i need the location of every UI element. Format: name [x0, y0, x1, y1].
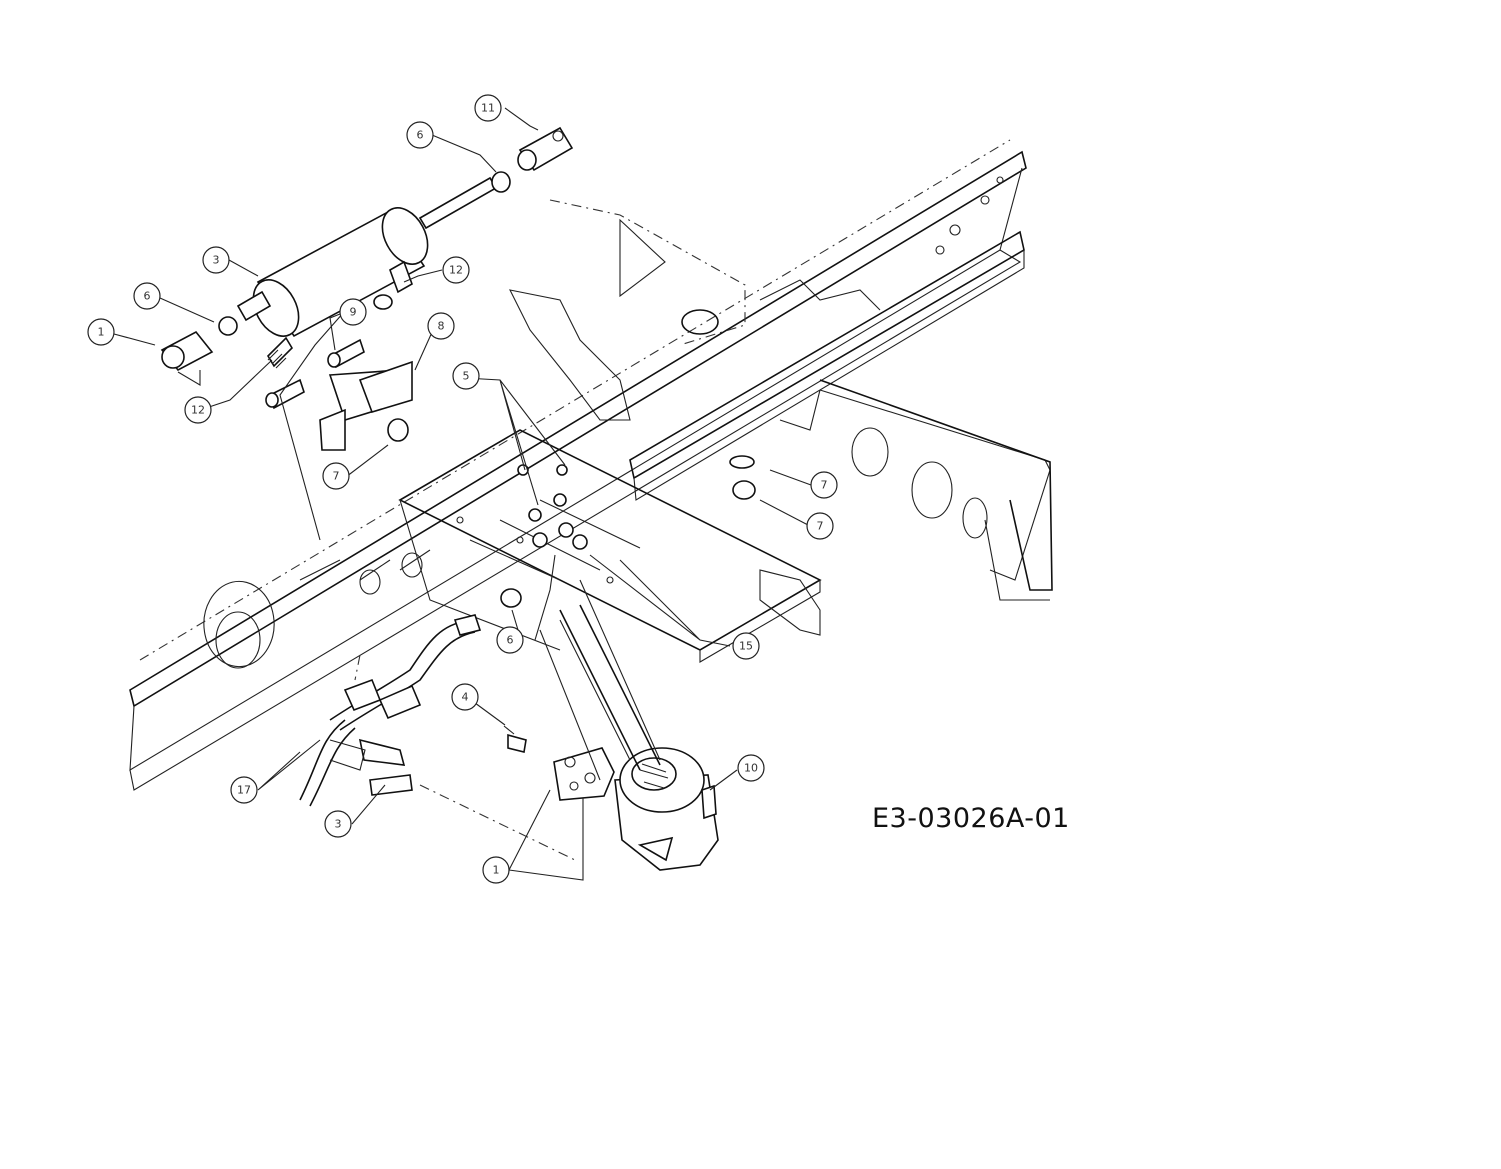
- callout-7-washer: 7: [810, 471, 838, 499]
- callout-3-bottom: 3: [324, 810, 352, 838]
- callout-5: 5: [452, 362, 480, 390]
- callout-7-nut: 7: [806, 512, 834, 540]
- hoses: [299, 614, 576, 861]
- leader-lines: [113, 107, 812, 881]
- svg-text:7: 7: [821, 479, 828, 492]
- callout-4: 4: [451, 683, 479, 711]
- callout-15: 15: [732, 632, 760, 660]
- svg-text:5: 5: [463, 370, 470, 383]
- svg-text:10: 10: [744, 762, 758, 775]
- callout-6-top: 6: [406, 121, 434, 149]
- svg-text:9: 9: [350, 306, 357, 319]
- callout-6-left: 6: [133, 282, 161, 310]
- mount-bracket: [265, 336, 413, 451]
- diagram-reference-code: E3-03026A-01: [872, 803, 1070, 834]
- callout-11: 11: [474, 94, 502, 122]
- callout-12-left: 12: [184, 396, 212, 424]
- svg-text:7: 7: [333, 470, 340, 483]
- svg-text:1: 1: [493, 864, 500, 877]
- callout-17: 17: [230, 776, 258, 804]
- hardware: [500, 455, 756, 608]
- svg-text:12: 12: [191, 404, 205, 417]
- callout-9: 9: [339, 298, 367, 326]
- svg-text:6: 6: [144, 290, 151, 303]
- callouts: 11 6 3 6 1 12 12 9 8 5 7 7 7 6 15 4 10 1…: [87, 94, 838, 884]
- frame-rail-rear: [629, 230, 1053, 601]
- steering-valve: [503, 579, 719, 871]
- svg-text:12: 12: [449, 264, 463, 277]
- hydraulic-cylinder: [160, 126, 574, 386]
- svg-text:7: 7: [817, 520, 824, 533]
- callout-1-left: 1: [87, 318, 115, 346]
- svg-text:8: 8: [438, 320, 445, 333]
- svg-text:4: 4: [462, 691, 469, 704]
- svg-text:3: 3: [213, 254, 220, 267]
- callout-10: 10: [737, 754, 765, 782]
- callout-12-top: 12: [442, 256, 470, 284]
- svg-text:6: 6: [507, 634, 514, 647]
- svg-text:15: 15: [739, 640, 753, 653]
- svg-text:11: 11: [481, 102, 495, 115]
- callout-8: 8: [427, 312, 455, 340]
- callout-6-center: 6: [496, 626, 524, 654]
- upper-bracket: [509, 199, 746, 421]
- callout-3-top: 3: [202, 246, 230, 274]
- callout-1-bottom: 1: [482, 856, 510, 884]
- svg-text:17: 17: [237, 784, 251, 797]
- svg-text:6: 6: [417, 129, 424, 142]
- svg-text:3: 3: [335, 818, 342, 831]
- frame-rail: [129, 139, 1027, 791]
- svg-text:1: 1: [98, 326, 105, 339]
- callout-7-bracket: 7: [322, 462, 350, 490]
